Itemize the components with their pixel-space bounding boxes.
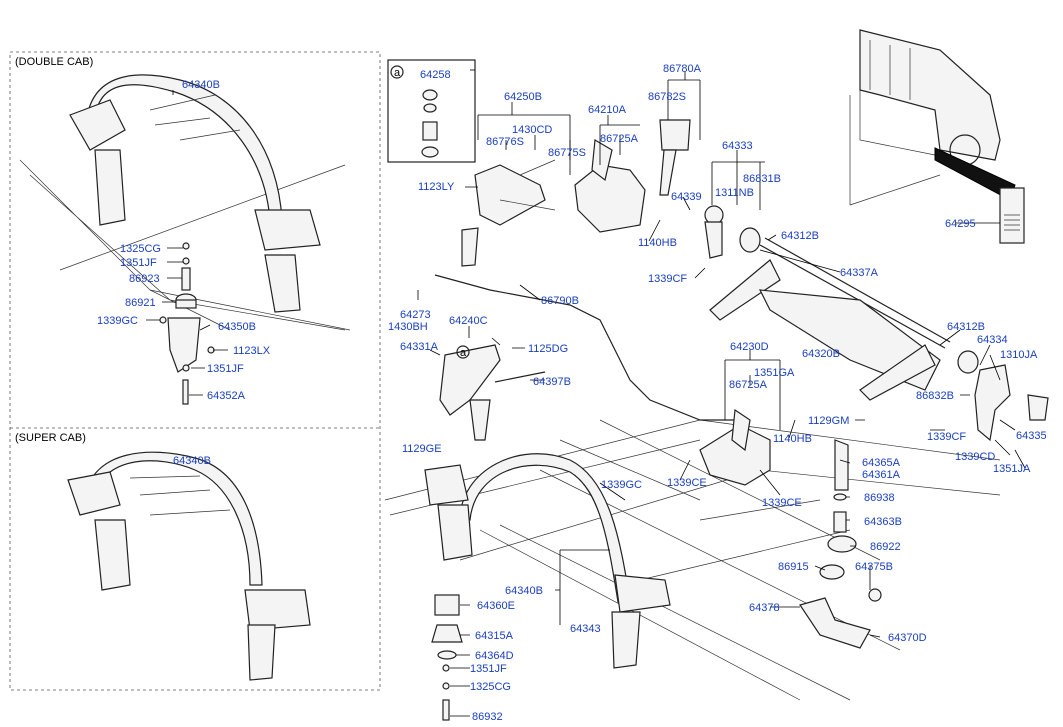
label-1325CG[interactable]: 1325CG bbox=[470, 681, 511, 693]
label-1129GM[interactable]: 1129GM bbox=[808, 415, 849, 427]
label-64370D[interactable]: 64370D bbox=[888, 632, 927, 644]
inset-spring-clip bbox=[421, 89, 439, 158]
label-64250B[interactable]: 64250B bbox=[504, 91, 542, 103]
label-1123LY[interactable]: 1123LY bbox=[418, 181, 455, 193]
label-1339CE[interactable]: 1339CE bbox=[762, 497, 802, 509]
label-86922[interactable]: 86922 bbox=[870, 541, 901, 553]
label-1339CD[interactable]: 1339CD bbox=[955, 451, 995, 463]
inset-box bbox=[387, 59, 476, 163]
label-64335[interactable]: 64335 bbox=[1016, 430, 1047, 442]
label-1430CD[interactable]: 1430CD bbox=[512, 124, 552, 136]
label-1351GA[interactable]: 1351GA bbox=[754, 367, 795, 379]
label-64334[interactable]: 64334 bbox=[977, 334, 1008, 346]
label-64364D[interactable]: 64364D bbox=[475, 650, 514, 662]
label-64333[interactable]: 64333 bbox=[722, 140, 753, 152]
label-1311NB[interactable]: 1311NB bbox=[715, 187, 754, 199]
label-86831B[interactable]: 86831B bbox=[743, 173, 781, 185]
label-64340B-super-cab[interactable]: 64340B bbox=[173, 455, 211, 467]
double-cab-mount-parts bbox=[159, 242, 215, 405]
label-86938[interactable]: 86938 bbox=[864, 492, 895, 504]
label-64295[interactable]: 64295 bbox=[945, 218, 976, 230]
label-86832B[interactable]: 86832B bbox=[916, 390, 954, 402]
part-number-labels: 64340B 1325CG 1351JF 86923 86921 1339GC … bbox=[97, 63, 1047, 723]
label-64312B[interactable]: 64312B bbox=[781, 230, 819, 242]
label-86923[interactable]: 86923 bbox=[129, 273, 160, 285]
label-86932[interactable]: 86932 bbox=[472, 711, 503, 723]
label-64210A[interactable]: 64210A bbox=[588, 104, 627, 116]
leader-lines bbox=[146, 69, 1026, 717]
label-64258[interactable]: 64258 bbox=[420, 69, 451, 81]
label-86921[interactable]: 86921 bbox=[125, 297, 156, 309]
cab-variant-panel bbox=[9, 51, 381, 691]
label-64230D[interactable]: 64230D bbox=[730, 341, 769, 353]
label-64378[interactable]: 64378 bbox=[749, 602, 780, 614]
label-64343[interactable]: 64343 bbox=[570, 623, 601, 635]
label-1351JF[interactable]: 1351JF bbox=[120, 257, 157, 269]
label-64315A[interactable]: 64315A bbox=[475, 630, 514, 642]
label-86775S[interactable]: 86775S bbox=[548, 147, 586, 159]
label-64365A[interactable]: 64365A bbox=[862, 457, 901, 469]
label-1351JF[interactable]: 1351JF bbox=[207, 363, 244, 375]
label-1123LX[interactable]: 1123LX bbox=[233, 345, 271, 357]
label-64352A[interactable]: 64352A bbox=[207, 390, 246, 402]
label-1140HB[interactable]: 1140HB bbox=[638, 237, 677, 249]
label-1339CE[interactable]: 1339CE bbox=[667, 477, 707, 489]
double-cab-heading: (DOUBLE CAB) bbox=[15, 56, 93, 68]
callout-mark bbox=[456, 345, 470, 359]
label-1129GE[interactable]: 1129GE bbox=[402, 443, 442, 455]
inset-mark-text: a bbox=[394, 67, 401, 79]
label-86725A[interactable]: 86725A bbox=[729, 379, 768, 391]
label-64337A[interactable]: 64337A bbox=[840, 267, 879, 279]
label-1351JA[interactable]: 1351JA bbox=[993, 463, 1031, 475]
truck-cab-illustration bbox=[849, 29, 1025, 244]
label-1351JF[interactable]: 1351JF bbox=[470, 663, 507, 675]
label-64331A[interactable]: 64331A bbox=[400, 341, 439, 353]
chassis-frame-drawing bbox=[384, 419, 1001, 701]
label-1339CF[interactable]: 1339CF bbox=[927, 431, 966, 443]
label-64339[interactable]: 64339 bbox=[671, 191, 702, 203]
inset-circle-mark bbox=[390, 65, 404, 79]
label-64375B[interactable]: 64375B bbox=[855, 561, 893, 573]
label-64240C[interactable]: 64240C bbox=[449, 315, 488, 327]
label-64273[interactable]: 64273 bbox=[400, 309, 431, 321]
label-64363B[interactable]: 64363B bbox=[864, 516, 902, 528]
label-86780A[interactable]: 86780A bbox=[663, 63, 702, 75]
callout-mark-text: a bbox=[460, 347, 467, 359]
label-1140HB[interactable]: 1140HB bbox=[773, 433, 812, 445]
label-86776S[interactable]: 86776S bbox=[486, 136, 524, 148]
label-1125DG[interactable]: 1125DG bbox=[528, 343, 568, 355]
double-cab-frame-drawing bbox=[19, 74, 351, 331]
label-1339CF[interactable]: 1339CF bbox=[648, 273, 687, 285]
label-64397B[interactable]: 64397B bbox=[533, 376, 571, 388]
label-64340B-double-cab[interactable]: 64340B bbox=[182, 79, 220, 91]
label-1325CG[interactable]: 1325CG bbox=[120, 243, 161, 255]
suspension-assembly-drawing bbox=[431, 119, 1049, 721]
label-64340B[interactable]: 64340B bbox=[505, 585, 543, 597]
label-64320B[interactable]: 64320B bbox=[802, 348, 840, 360]
super-cab-frame-drawing bbox=[67, 451, 311, 681]
super-cab-heading: (SUPER CAB) bbox=[15, 432, 86, 444]
label-64360E[interactable]: 64360E bbox=[477, 600, 515, 612]
label-86782S[interactable]: 86782S bbox=[648, 91, 686, 103]
label-1339GC[interactable]: 1339GC bbox=[97, 315, 138, 327]
label-86915[interactable]: 86915 bbox=[778, 561, 809, 573]
label-1430BH[interactable]: 1430BH bbox=[388, 321, 428, 333]
label-1310JA[interactable]: 1310JA bbox=[1000, 349, 1038, 361]
label-64312B[interactable]: 64312B bbox=[947, 321, 985, 333]
label-86725A[interactable]: 86725A bbox=[600, 133, 639, 145]
label-1339GC[interactable]: 1339GC bbox=[601, 479, 642, 491]
label-64361A[interactable]: 64361A bbox=[862, 469, 901, 481]
label-64350B[interactable]: 64350B bbox=[218, 321, 256, 333]
label-86790B[interactable]: 86790B bbox=[541, 295, 579, 307]
